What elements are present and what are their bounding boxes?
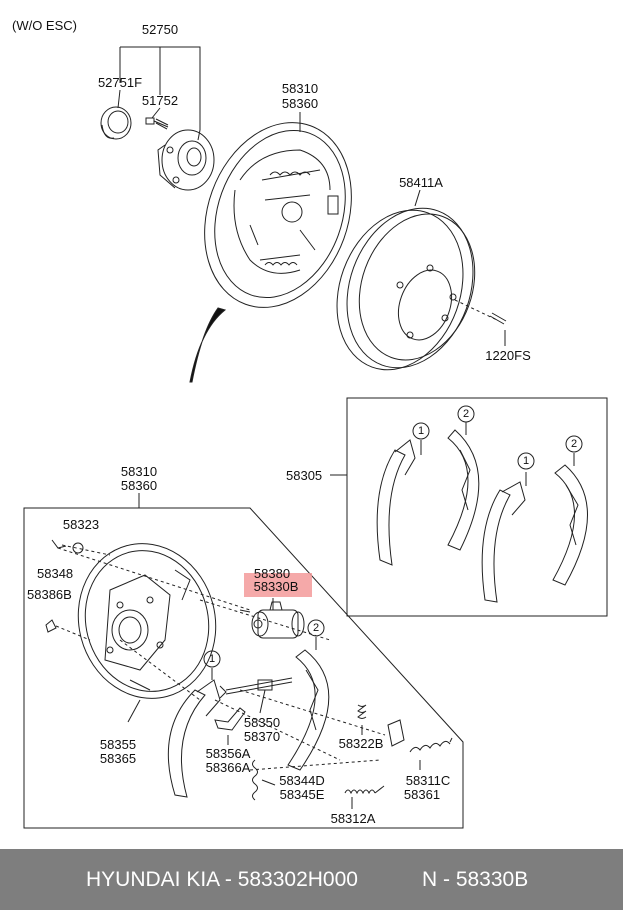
footer-bar: HYUNDAI KIA - 583302H000 N - 58330B [0,849,623,910]
lever-58356A [214,707,246,745]
label-58360-top: 58360 [281,96,319,111]
label-58360-mid: 58360 [120,478,158,493]
callout-1-a: 1 [417,425,425,437]
backing-plate-58355 [77,543,217,699]
label-58356A: 58356A [205,746,251,761]
label-58365: 58365 [99,751,137,766]
footer-ref-number: N - 58330B [422,868,529,891]
callout-1-b: 1 [522,455,530,467]
exploded-view-outline [23,507,464,829]
hub-cap-52751F [100,106,132,140]
callout-2-a: 2 [462,408,470,420]
label-1220FS: 1220FS [485,348,531,363]
spring-58311C [409,737,453,770]
spring-58312A [344,785,385,809]
label-58323: 58323 [62,517,100,532]
spring-58322B [357,704,367,735]
header-note: (W/O ESC) [12,18,77,33]
label-58370: 58370 [243,729,281,744]
label-58322B: 58322B [338,736,384,751]
label-58350: 58350 [243,715,281,730]
label-58310-top: 58310 [281,81,319,96]
callout-1-c: 1 [208,653,216,665]
label-52751F: 52751F [97,75,143,90]
hub-bearing [157,129,215,191]
brake-drum-58411A [336,207,476,371]
label-58330B: 58330B [253,579,299,594]
label-51752: 51752 [141,93,179,108]
parts-diagram [23,46,608,829]
backing-plate-assembly-top [204,122,352,308]
label-58311C: 58311C [405,773,451,788]
brake-shoe-2 [287,637,330,771]
adjuster-58350 [219,677,293,714]
label-58361: 58361 [403,787,441,802]
label-58305: 58305 [286,468,323,483]
label-52750: 52750 [141,22,179,37]
label-58344D: 58344D [279,773,325,788]
highlight-58330B [244,573,312,597]
brake-shoes-kit [376,422,588,603]
label-58380: 58380 [253,566,291,581]
brake-shoe-1 [167,668,221,798]
label-58345E: 58345E [279,787,325,802]
callout-2-b: 2 [570,438,578,450]
label-58411A: 58411A [399,175,443,190]
label-58310-mid: 58310 [120,464,158,479]
plug-58386B [45,619,91,641]
bolt-51752 [145,117,169,130]
label-58366A: 58366A [205,760,251,775]
leader-52750 [119,46,201,130]
callout-2-c: 2 [312,622,320,634]
footer-part-number: HYUNDAI KIA - 583302H000 [86,868,358,891]
label-58312A: 58312A [330,811,376,826]
bolt-58348 [51,539,111,556]
label-58386B: 58386B [27,587,72,602]
label-58348: 58348 [37,566,74,581]
clip [387,719,405,747]
shoe-kit-box [346,397,608,617]
spring-58344D [252,759,276,801]
wheel-cylinder-58330B [239,601,305,639]
pointer-arrow [189,307,227,383]
screw-1220FS [454,299,507,346]
label-58355: 58355 [99,737,137,752]
